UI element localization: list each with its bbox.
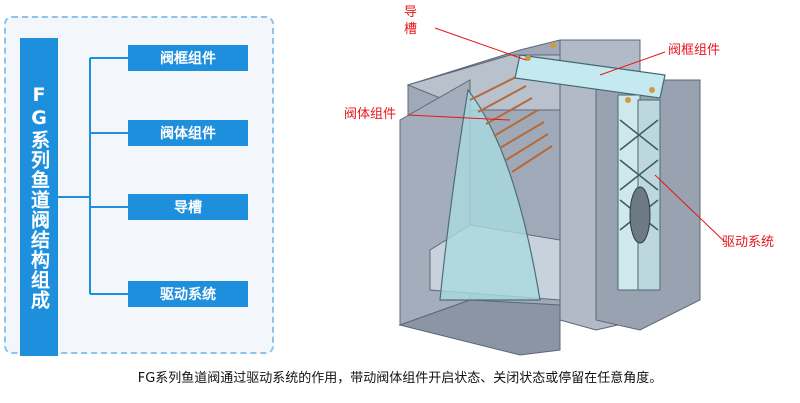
callout-drive-system: 驱动系统 xyxy=(722,235,775,250)
callout-body-assembly: 阀体组件 xyxy=(344,107,397,122)
drive-cylinder xyxy=(629,186,651,244)
callout-lines xyxy=(407,27,726,243)
fish-valve-illustration xyxy=(398,27,726,356)
node-guide-slot: 导槽 xyxy=(128,194,248,220)
structure-root-label: FG系列鱼道阀结构组成 xyxy=(20,38,58,356)
bolts xyxy=(525,42,655,103)
drive-lattice xyxy=(619,119,659,231)
node-frame-assembly: 阀框组件 xyxy=(128,45,248,71)
callout-frame-assembly: 阀框组件 xyxy=(668,43,721,58)
node-drive-system: 驱动系统 xyxy=(128,281,248,307)
node-body-assembly: 阀体组件 xyxy=(128,120,248,146)
callout-guide-slot: 导 槽 xyxy=(404,5,418,37)
channel-floor xyxy=(398,299,561,356)
caption: FG系列鱼道阀通过驱动系统的作用，带动阀体组件开启状态、关闭状态或停留在任意角度… xyxy=(137,371,663,386)
top-frame-bar xyxy=(514,54,666,99)
